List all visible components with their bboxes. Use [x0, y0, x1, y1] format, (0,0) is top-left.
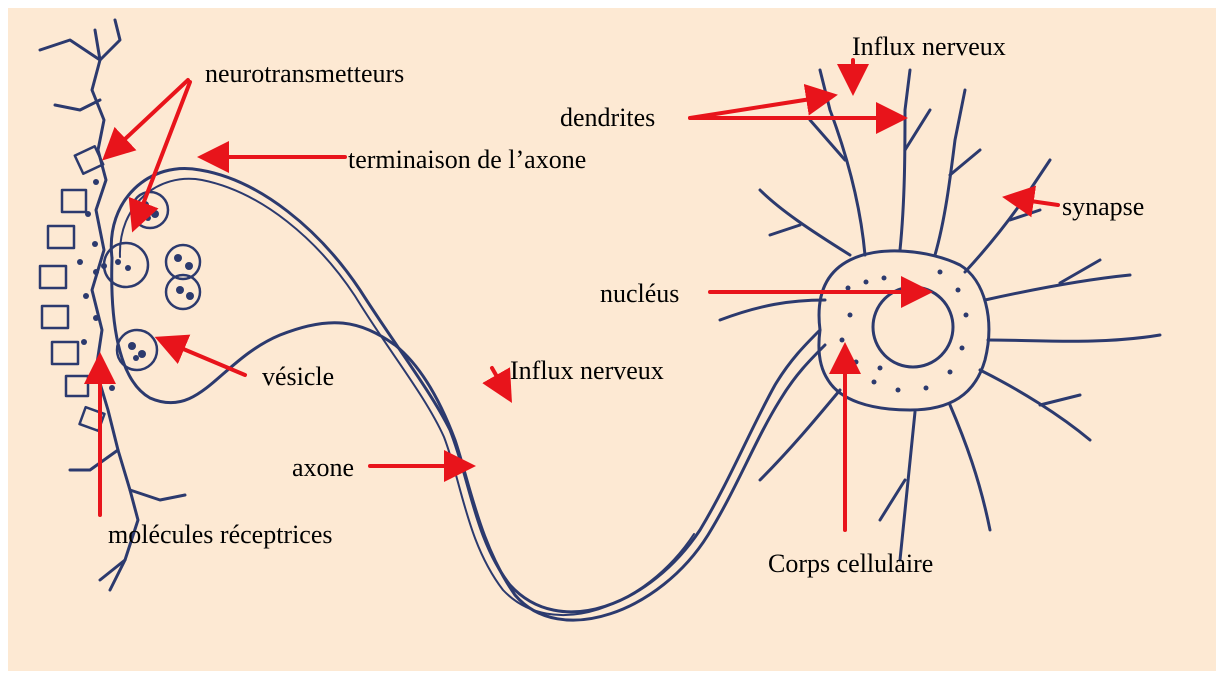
- label-corps-cellulaire: Corps cellulaire: [768, 549, 933, 578]
- label-axone: axone: [292, 453, 354, 482]
- label-influx-nerveux-top: Influx nerveux: [852, 32, 1006, 61]
- label-terminaison-axone: terminaison de l’axone: [348, 145, 586, 174]
- label-dendrites: dendrites: [560, 103, 655, 132]
- label-molecules-receptrices: molécules réceptrices: [108, 520, 333, 549]
- label-influx-nerveux-axon: Influx nerveux: [510, 356, 664, 385]
- label-nucleus: nucléus: [600, 279, 679, 308]
- label-vesicle: vésicle: [262, 362, 334, 391]
- label-synapse: synapse: [1062, 192, 1144, 221]
- label-neurotransmetteurs: neurotransmetteurs: [205, 59, 404, 88]
